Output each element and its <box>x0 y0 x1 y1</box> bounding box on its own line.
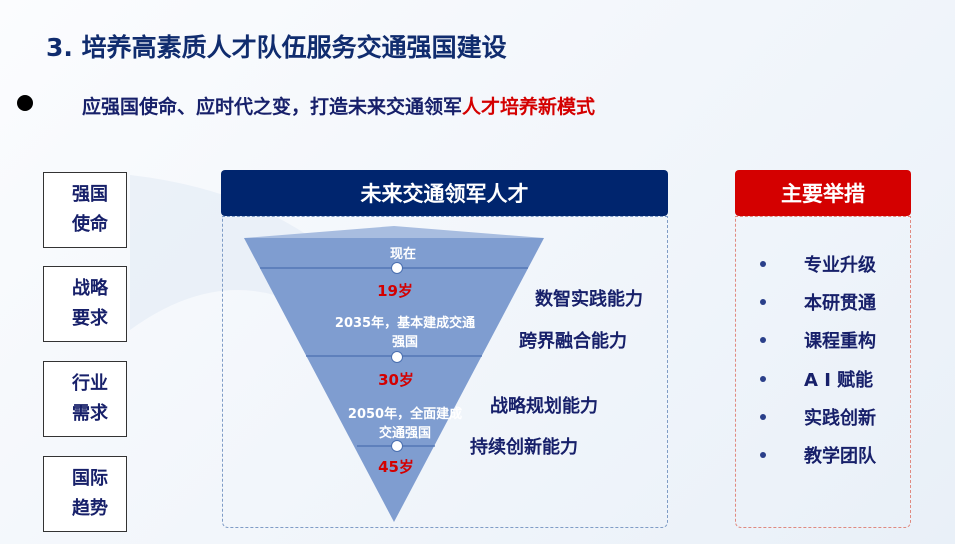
stage-age: 19岁 <box>377 282 413 300</box>
driver-label: 行业需求 <box>72 373 108 424</box>
measure-label: A I 赋能 <box>804 370 874 391</box>
measure-item: A I 赋能 <box>760 366 873 392</box>
bullet-icon <box>760 414 766 420</box>
measure-label: 教学团队 <box>804 446 876 467</box>
measure-item: 本研贯通 <box>760 289 876 315</box>
ability-label: 数智实践能力 <box>535 289 643 310</box>
measure-item: 教学团队 <box>760 442 876 468</box>
bullet-icon <box>760 261 766 267</box>
driver-box: 战略要求 <box>43 266 127 342</box>
bullet-icon <box>760 376 766 382</box>
bullet-icon <box>760 337 766 343</box>
subtitle-highlight: 人才培养新模式 <box>462 96 596 118</box>
bullet-icon <box>760 452 766 458</box>
stage-label: 2035年，基本建成交通强国 <box>334 316 476 350</box>
measure-label: 课程重构 <box>804 331 876 352</box>
measure-label: 本研贯通 <box>804 293 876 314</box>
stage-marker <box>391 440 403 452</box>
ability-label: 持续创新能力 <box>470 437 578 458</box>
driver-box: 行业需求 <box>43 361 127 437</box>
measure-item: 课程重构 <box>760 327 876 353</box>
subtitle-text: 应强国使命、应时代之变，打造未来交通领军 <box>82 96 463 118</box>
measures-panel <box>735 216 911 528</box>
driver-box: 国际趋势 <box>43 456 127 532</box>
funnel-body <box>244 238 544 522</box>
measure-label: 实践创新 <box>804 408 876 429</box>
stage-marker <box>391 351 403 363</box>
center-panel <box>222 216 668 528</box>
stage-age: 30岁 <box>378 371 414 389</box>
measures-header: 主要举措 <box>735 170 911 216</box>
center-header: 未来交通领军人才 <box>221 170 668 216</box>
measure-item: 专业升级 <box>760 251 876 277</box>
driver-box: 强国使命 <box>43 172 127 248</box>
driver-label: 战略要求 <box>72 278 108 329</box>
stage-label: 现在 <box>389 247 416 262</box>
bullet-icon <box>760 299 766 305</box>
stage-marker <box>391 262 403 274</box>
bullet-icon <box>17 95 33 111</box>
subtitle: 应强国使命、应时代之变，打造未来交通领军人才培养新模式 <box>82 92 595 119</box>
measure-item: 实践创新 <box>760 404 876 430</box>
driver-label: 国际趋势 <box>72 468 108 519</box>
funnel-top <box>244 226 544 238</box>
measure-label: 专业升级 <box>804 255 876 276</box>
driver-label: 强国使命 <box>72 184 108 235</box>
ability-label: 战略规划能力 <box>490 396 598 417</box>
stage-label: 2050年，全面建成交通强国 <box>347 407 463 441</box>
stage-age: 45岁 <box>378 458 414 476</box>
ability-label: 跨界融合能力 <box>519 331 627 352</box>
slide-title: 3. 培养高素质人才队伍服务交通强国建设 <box>46 33 507 62</box>
